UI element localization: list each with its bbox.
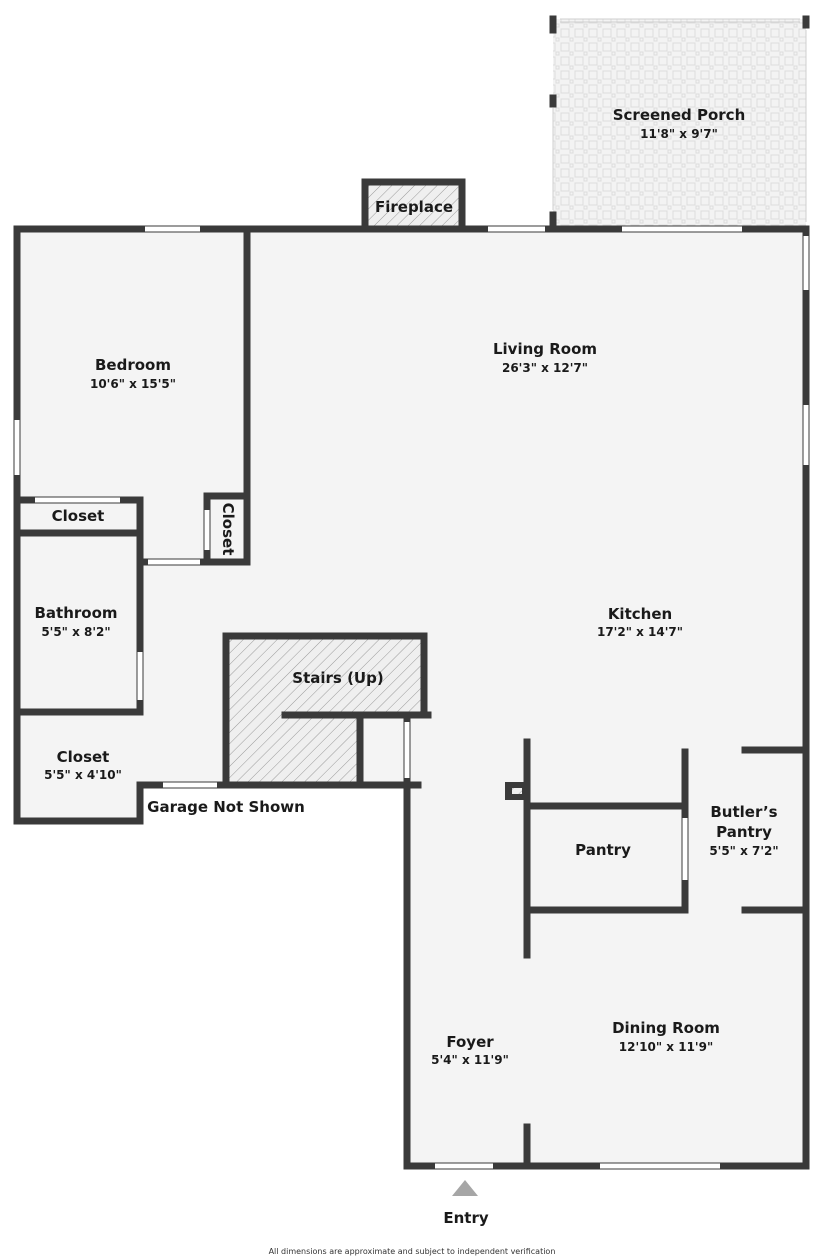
garage-note: Garage Not Shown <box>147 798 305 816</box>
stairs-hatch-lower <box>229 712 360 785</box>
room-dim-bathroom: 5'5" x 8'2" <box>41 625 110 639</box>
room-dim-closet-lower: 5'5" x 4'10" <box>44 768 122 782</box>
room-label-stairs: Stairs (Up) <box>292 669 383 687</box>
room-dim-butlers-pantry: 5'5" x 7'2" <box>709 844 778 858</box>
room-label-foyer: Foyer <box>446 1033 494 1051</box>
room-label-pantry: Pantry <box>575 841 631 859</box>
room-dim-foyer: 5'4" x 11'9" <box>431 1053 509 1067</box>
stairs-hatch <box>229 639 422 712</box>
room-label-closet-bedroom: Closet <box>52 507 105 525</box>
porch-floor <box>553 19 806 229</box>
room-label-living-room: Living Room <box>493 340 597 358</box>
room-label-dining-room: Dining Room <box>612 1019 720 1037</box>
room-label-screened-porch: Screened Porch <box>613 106 746 124</box>
fireplace-hatch <box>365 182 462 229</box>
room-dim-kitchen: 17'2" x 14'7" <box>597 625 683 639</box>
windows <box>14 18 809 1169</box>
room-label-butlers-pantry-1: Butler’s <box>710 803 777 821</box>
room-dim-screened-porch: 11'8" x 9'7" <box>640 127 718 141</box>
room-label-fireplace: Fireplace <box>375 198 453 216</box>
entry-label: Entry <box>443 1209 488 1227</box>
room-label-butlers-pantry-2: Pantry <box>716 823 772 841</box>
room-dim-living-room: 26'3" x 12'7" <box>502 361 588 375</box>
room-dim-bedroom: 10'6" x 15'5" <box>90 377 176 391</box>
room-label-kitchen: Kitchen <box>608 605 672 623</box>
room-label-bathroom: Bathroom <box>34 604 117 622</box>
disclaimer: All dimensions are approximate and subje… <box>269 1247 556 1256</box>
room-label-closet-lower: Closet <box>57 748 110 766</box>
room-dim-dining-room: 12'10" x 11'9" <box>619 1040 713 1054</box>
entry-arrow-icon <box>452 1180 478 1196</box>
room-label-closet-small: Closet <box>219 503 237 556</box>
room-label-bedroom: Bedroom <box>95 356 171 374</box>
